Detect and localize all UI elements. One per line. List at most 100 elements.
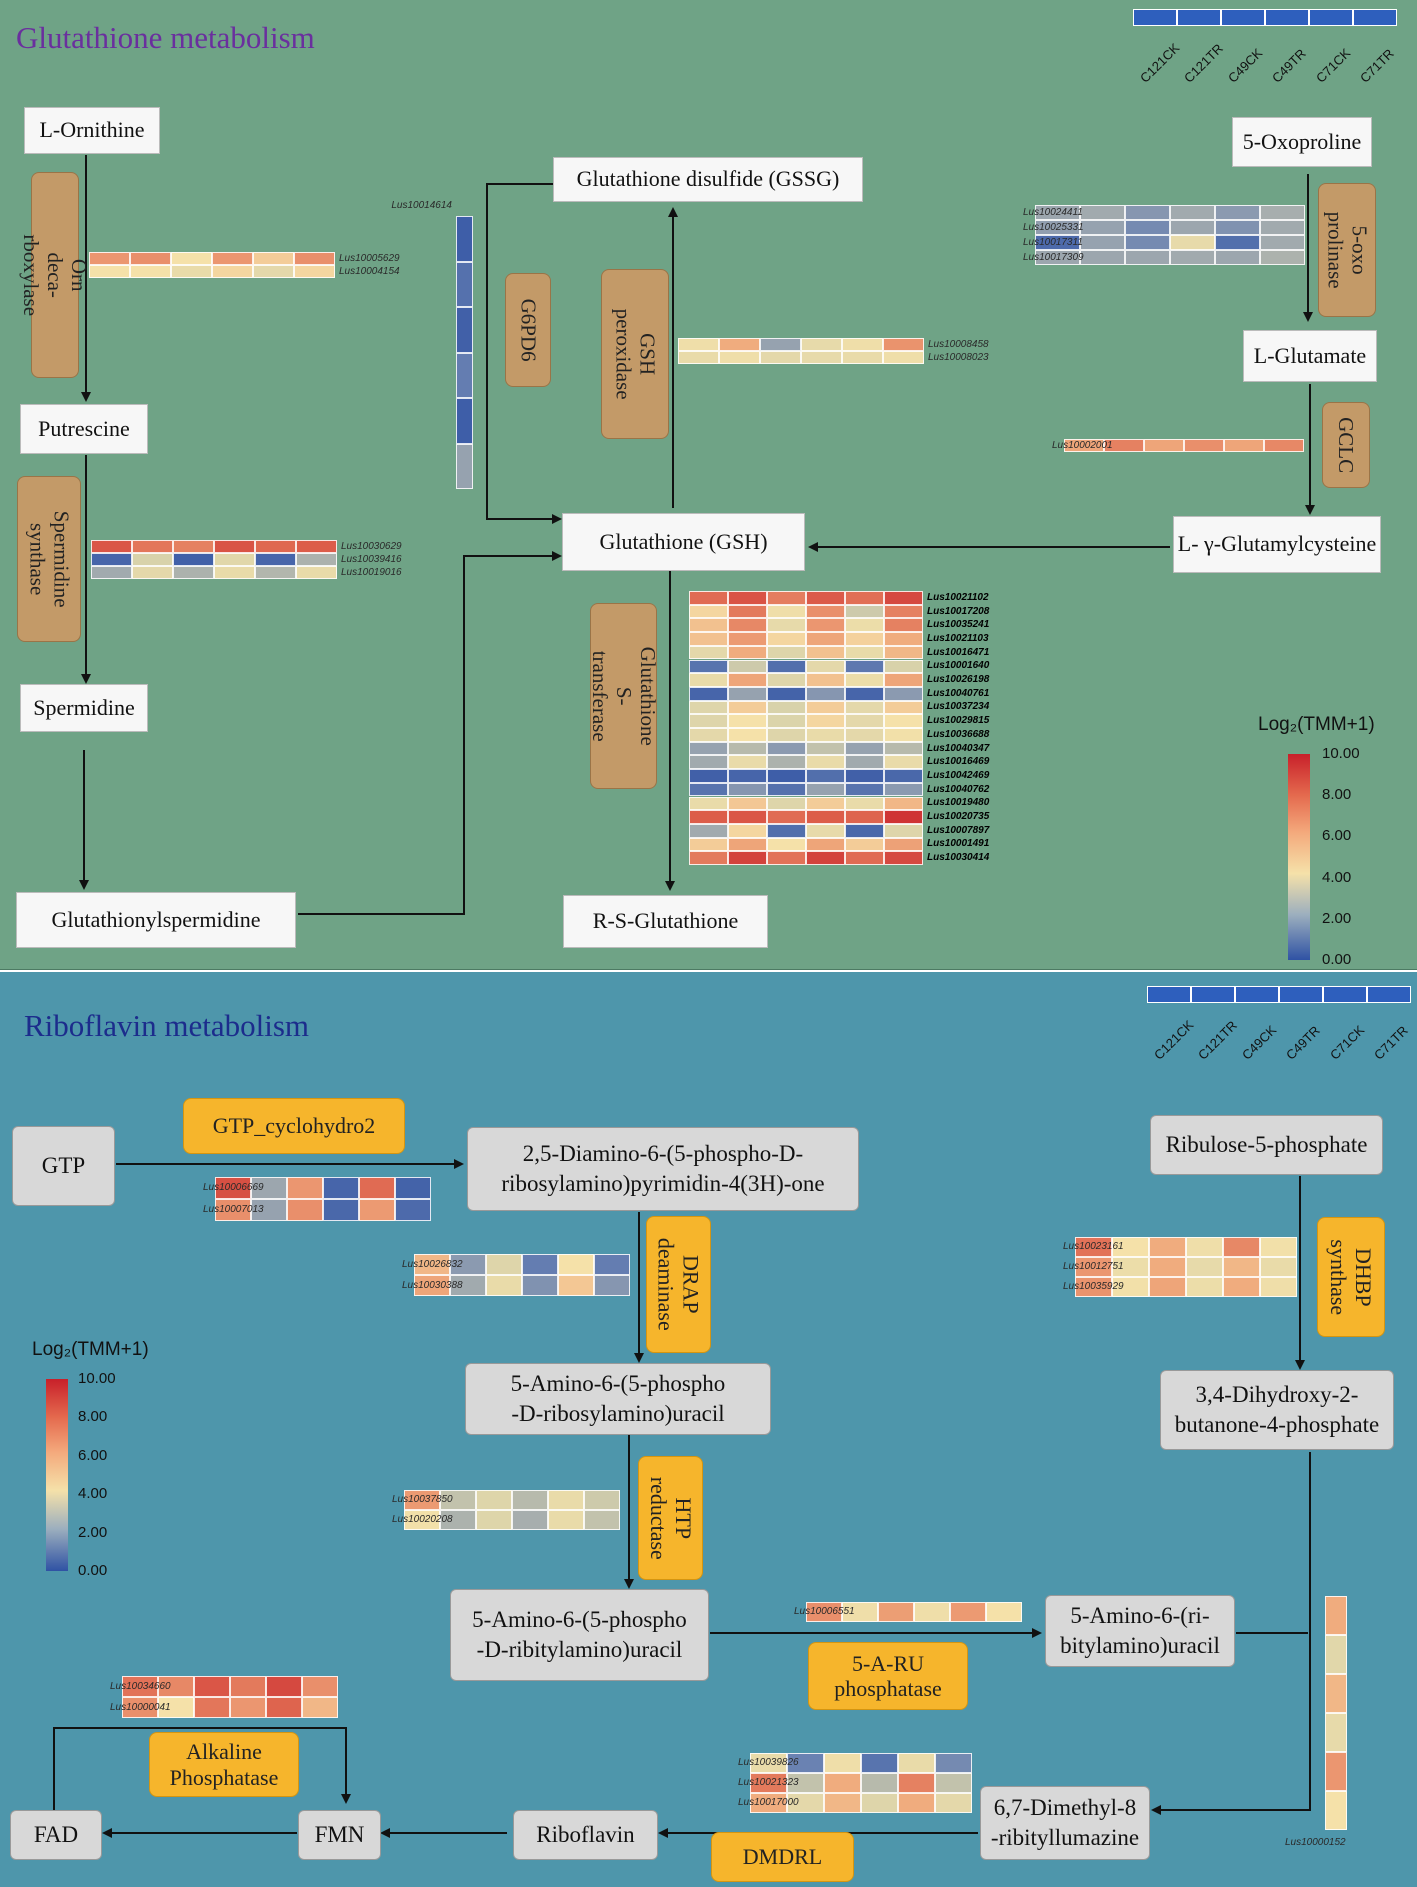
heatmap-cell [456,261,473,307]
enzyme-orn-decarboxylase: Orn deca-rboxylase [19,172,91,378]
gene-label: Lus10023161 [1063,1242,1124,1252]
glutathione-panel: Glutathione metabolism L-Ornithine Putre… [0,0,1417,970]
heatmap-cell [689,618,728,633]
heatmap-cell [884,632,923,646]
heatmap-cell [1035,205,1080,220]
gene-label: Lus10034660 [110,1681,171,1692]
heatmap-cell [91,553,132,566]
heatmap-cell [806,645,845,660]
heatmap-cell [845,632,884,646]
legend-colorbar-top [1288,754,1310,960]
heatmap-cell [842,351,883,364]
heatmap-cell [1035,235,1080,250]
heatmap-cell [689,645,728,660]
gene-label: Lus10016469 [927,756,990,768]
node-amino-ribityl-uracil: 5-Amino-6-(ri- bitylamino)uracil [1045,1595,1235,1667]
heatmap-cell [806,686,845,701]
gene-label: Lus10037850 [392,1495,453,1505]
heatmap-cell [845,673,884,687]
gene-label: Lus10030388 [402,1280,463,1291]
sample-header-cell [1221,9,1265,26]
heatmap-cell [884,591,923,605]
gene-label: Lus10005629 [339,252,400,264]
enzyme-gsh-peroxidase: GSH peroxidase [601,269,669,439]
heatmap-cell [806,782,845,797]
heatmap-cell [212,265,253,278]
gene-label: Lus10019480 [927,797,990,809]
gene-label: Lus10039416 [341,553,402,565]
enzyme-orn-decarboxylase-label: Orn deca-rboxylase [18,234,92,316]
heatmap-cell [728,604,767,619]
heatmap-cell [950,1602,986,1622]
heatmap-cell [806,851,845,865]
node-glutathionylspermidine: Glutathionylspermidine [16,892,296,948]
heatmap-cell [806,1602,842,1622]
heatmap-cell [1125,235,1170,250]
heatmap-cell [986,1602,1022,1622]
heatmap-cell [1149,1277,1186,1297]
heatmap-cell [861,1793,898,1813]
heatmap-cell [89,265,130,278]
heatmap-cell [767,851,806,865]
heatmap-cell [767,728,806,742]
heatmap-cell [884,714,923,728]
heatmap-cell [898,1793,935,1813]
heatmap-cell [132,553,173,566]
gene-label: Lus10006669 [203,1183,264,1193]
heatmap-cell [1223,1237,1260,1257]
heatmap-cell [842,1602,878,1622]
heatmap-cell [728,618,767,633]
heatmap-cell [806,632,845,646]
heatmap-cell [594,1275,630,1296]
heatmap-cell [767,686,806,701]
node-amino-ribitylamino-uracil: 5-Amino-6-(5-phospho -D-ribitylamino)ura… [450,1589,709,1681]
heatmap-cell [884,659,923,674]
sample-header-cell [1133,9,1177,26]
enzyme-drap-label: DRAP deaminase [653,1238,704,1331]
heatmap-cell [845,810,884,824]
gene-label: Lus10021323 [738,1778,799,1788]
heatmap-cell [1325,1596,1347,1635]
heatmap-cell [440,1490,476,1510]
heatmap-cell [1125,220,1170,235]
heatmap-cell [689,686,728,701]
heatmap-cell [728,673,767,687]
gene-label: Lus10017311 [1023,237,1083,248]
heatmap-cell [414,1275,450,1296]
heatmap-cell [728,686,767,701]
heatmap-cell [1325,1791,1347,1830]
gene-label: Lus10000041 [110,1702,171,1713]
heatmap-cell [728,741,767,756]
heatmap-cell [878,1602,914,1622]
heatmap-cell [806,823,845,838]
heatmap-cell [767,604,806,619]
sample-header-cell [1177,9,1221,26]
heatmap-cell [884,604,923,619]
legend-tick-label: 10.00 [1322,745,1360,762]
heatmap-cell [884,796,923,811]
heatmap-cell [132,540,173,553]
heatmap-cell [728,782,767,797]
sample-header-cell [1191,986,1235,1003]
heatmap-cell [806,714,845,728]
legend-tick-label: 8.00 [78,1408,108,1426]
heatmap-cell [132,566,173,579]
node-l-glutamylcysteine: L- γ-Glutamylcysteine [1173,516,1381,573]
enzyme-dmdrl: DMDRL [711,1832,854,1882]
heatmap-cell [845,837,884,852]
heatmap-cell [842,338,883,351]
heatmap-cell [1215,220,1260,235]
heatmap-cell [728,769,767,783]
enzyme-gclc-label: GCLC [1334,416,1359,473]
heatmap-cell [456,216,473,262]
legend-tick-label: 6.00 [1322,827,1352,845]
heatmap-cell [486,1254,522,1275]
heatmap-cell [728,728,767,742]
heatmap-cell [91,566,132,579]
heatmap-cell [1149,1257,1186,1277]
heatmap-cell [689,796,728,811]
heatmap-cell [255,553,296,566]
heatmap-cell [884,618,923,633]
